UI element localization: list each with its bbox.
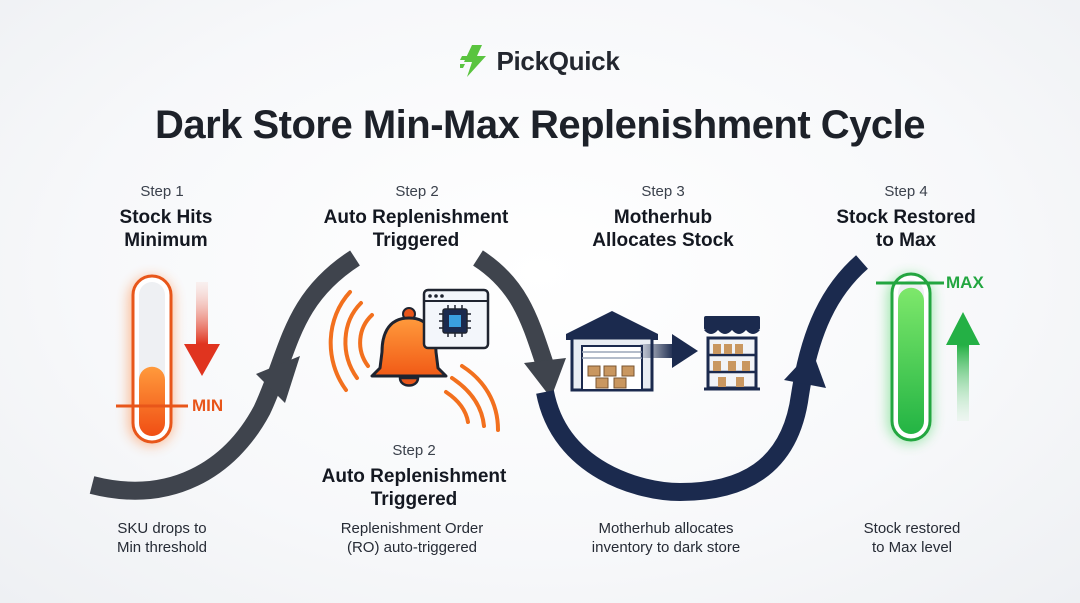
step-2-repeat-title-line1: Auto Replenishment: [321, 466, 507, 487]
step-2-number: Step 2: [395, 183, 439, 200]
store-icon: [704, 316, 760, 391]
cycle-arrowhead-1: [256, 356, 300, 403]
min-level-label: MIN: [192, 396, 224, 415]
step-2-title-line2: Triggered: [372, 230, 460, 251]
step-3-desc-line2: inventory to dark store: [591, 539, 741, 556]
step-3-desc-line1: Motherhub allocates: [598, 520, 734, 537]
step-4-title-line1: Stock Restored: [836, 207, 976, 228]
step-3-number: Step 3: [641, 183, 685, 200]
arrow-up-icon: [946, 312, 980, 421]
cycle-arrow-step1-to-step2: [89, 250, 360, 500]
step-3-title: Motherhub Allocates Stock: [543, 206, 783, 252]
step-2-desc-line2: (RO) auto-triggered: [346, 539, 478, 556]
step-3-title-line1: Motherhub: [613, 207, 713, 228]
step-1-desc-line1: SKU drops to: [117, 520, 207, 537]
step-2-title: Auto Replenishment Triggered: [296, 206, 536, 252]
cycle-arrow-step3-to-step4: [536, 255, 869, 502]
step-1-number: Step 1: [140, 183, 184, 200]
step-4-title-line2: to Max: [875, 230, 937, 251]
step-3-title-line2: Allocates Stock: [592, 230, 734, 251]
step-2-repeat-title: Auto Replenishment Triggered: [294, 465, 534, 511]
stock-tube-min: [116, 274, 188, 446]
step-1-description: SKU drops to Min threshold: [42, 519, 282, 557]
cycle-arrow-step2-to-step3: [472, 250, 554, 368]
stock-tube-max: [876, 272, 944, 444]
step-4-title: Stock Restored to Max: [786, 206, 1026, 252]
arrow-down-icon: [184, 282, 220, 376]
step-1-desc-line2: Min threshold: [116, 539, 208, 556]
step-4-description: Stock restored to Max level: [792, 519, 1032, 557]
step-4-desc-line1: Stock restored: [863, 520, 961, 537]
step-2-repeat-title-line2: Triggered: [370, 489, 458, 510]
cycle-arrowhead-2: [524, 358, 566, 398]
step-1-title-line1: Stock Hits: [119, 207, 213, 228]
step-4-desc-line2: to Max level: [871, 539, 953, 556]
step-2-desc-line1: Replenishment Order: [340, 520, 484, 537]
step-2-repeat-number: Step 2: [392, 442, 436, 459]
arrow-right-icon: [640, 334, 698, 368]
brand-name: PickQuick: [496, 45, 620, 76]
warehouse-icon: [566, 311, 658, 392]
brand-header: PickQuick: [0, 44, 1080, 78]
step-2-description: Replenishment Order (RO) auto-triggered: [292, 519, 532, 557]
cycle-arrowhead-3: [784, 350, 826, 388]
max-level-label: MAX: [946, 273, 984, 292]
step-1-title: Stock Hits Minimum: [46, 206, 286, 252]
step-3-description: Motherhub allocates inventory to dark st…: [546, 519, 786, 557]
page-title: Dark Store Min-Max Replenishment Cycle: [154, 103, 926, 147]
step-1-title-line2: Minimum: [124, 230, 208, 251]
step-4-number: Step 4: [884, 183, 928, 200]
processor-icon: [422, 288, 490, 350]
step-2-title-line1: Auto Replenishment: [323, 207, 509, 228]
lightning-bolt-icon: [460, 45, 487, 77]
